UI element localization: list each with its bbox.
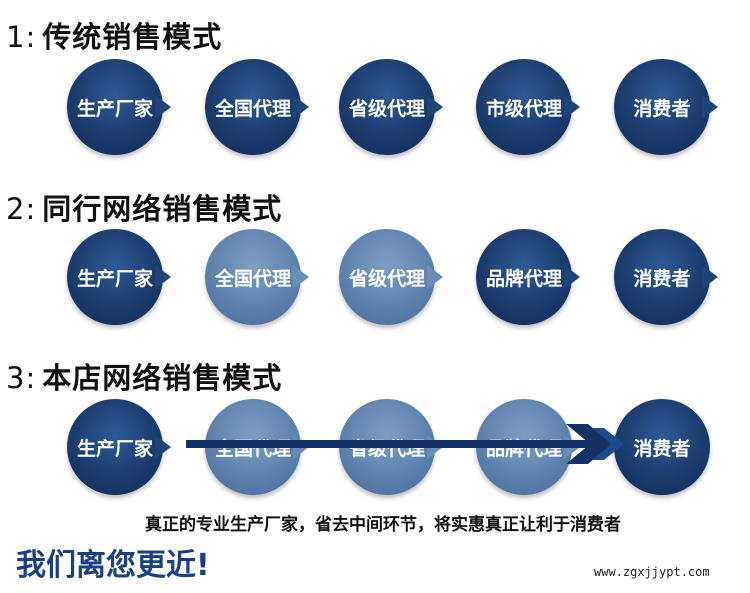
section-3-title-text: 本店网络销售模式	[42, 361, 283, 395]
node-pointer	[427, 265, 443, 289]
node-label: 品牌代理	[485, 267, 562, 290]
node-label: 市级代理	[485, 97, 562, 120]
node-circle	[339, 59, 435, 155]
node-circle	[614, 399, 710, 495]
node-pointer	[702, 95, 718, 119]
s1-node-provincial-agent: 省级代理	[339, 59, 443, 155]
node-label: 全国代理	[214, 97, 291, 120]
s3-node-consumer: 消费者	[614, 399, 710, 495]
node-pointer	[155, 265, 171, 289]
node-circle	[339, 229, 435, 325]
node-pointer	[155, 435, 171, 459]
s2-node-consumer: 消费者	[614, 229, 718, 325]
s3-node-manufacturer: 生产厂家	[67, 399, 171, 495]
slogan: 我们离您更近!	[16, 548, 210, 583]
s2-node-national-agent: 全国代理	[205, 229, 309, 325]
node-pointer	[427, 95, 443, 119]
node-circle	[67, 399, 163, 495]
section-2-title-text: 同行网络销售模式	[42, 192, 283, 226]
node-label: 全国代理	[214, 267, 291, 290]
node-label: 生产厂家	[76, 437, 153, 460]
section-1-number: 1:	[6, 20, 37, 54]
s1-node-city-agent: 市级代理	[476, 59, 580, 155]
node-pointer	[293, 95, 309, 119]
node-pointer	[293, 265, 309, 289]
node-circle	[67, 59, 163, 155]
section-3-title: 3:本店网络销售模式	[6, 355, 282, 397]
website-watermark: www.zgxjjypt.com	[594, 565, 710, 579]
node-circle	[205, 229, 301, 325]
node-label: 生产厂家	[76, 97, 153, 120]
section-2-number: 2:	[6, 192, 37, 226]
node-label: 消费者	[633, 267, 691, 290]
s2-node-provincial-agent: 省级代理	[339, 229, 443, 325]
node-pointer	[564, 265, 580, 289]
section-2-title: 2:同行网络销售模式	[6, 186, 282, 228]
direct-arrow-chevron-front	[592, 428, 624, 460]
node-circle	[614, 229, 710, 325]
node-label: 生产厂家	[76, 267, 153, 290]
node-circle	[205, 59, 301, 155]
node-circle	[476, 229, 572, 325]
node-circle	[67, 229, 163, 325]
direct-arrow-shaft	[186, 440, 590, 448]
node-pointer	[564, 95, 580, 119]
node-label: 省级代理	[348, 97, 425, 120]
section-1-title: 1:传统销售模式	[6, 14, 222, 56]
node-label: 消费者	[633, 97, 691, 120]
s2-node-brand-agent: 品牌代理	[476, 229, 580, 325]
node-pointer	[155, 95, 171, 119]
s1-node-manufacturer: 生产厂家	[67, 59, 171, 155]
section-1-title-text: 传统销售模式	[42, 20, 223, 54]
node-label: 省级代理	[348, 267, 425, 290]
node-pointer	[702, 265, 718, 289]
direct-arrow-chevron-back	[566, 424, 612, 464]
s1-node-national-agent: 全国代理	[205, 59, 309, 155]
tagline: 真正的专业生产厂家，省去中间环节，将实惠真正让利于消费者	[145, 515, 621, 535]
s1-node-consumer: 消费者	[614, 59, 718, 155]
section-3-number: 3:	[6, 361, 37, 395]
node-circle	[614, 59, 710, 155]
s2-node-manufacturer: 生产厂家	[67, 229, 171, 325]
node-label: 消费者	[633, 437, 691, 460]
node-circle	[476, 59, 572, 155]
